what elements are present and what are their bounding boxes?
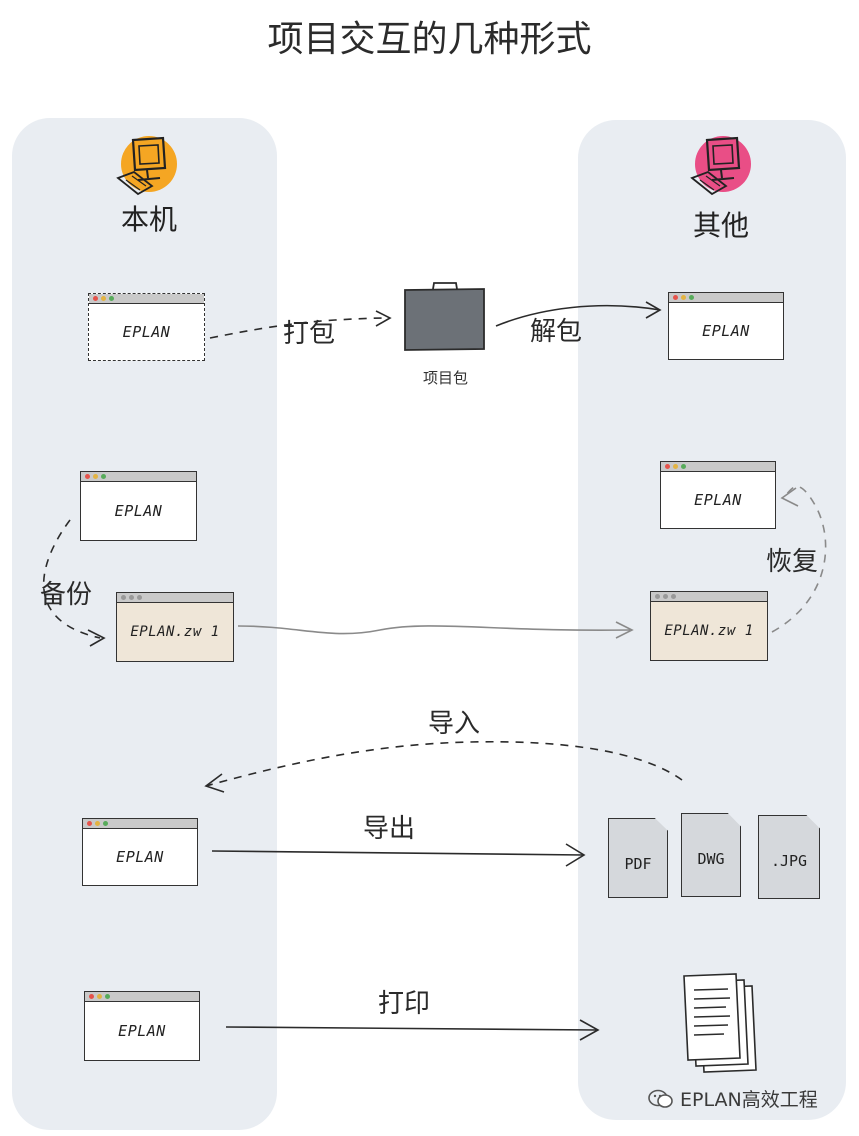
local-backup-window: EPLAN.zw 1 [116,592,234,662]
diagram-title: 项目交互的几种形式 [267,19,592,60]
transfer-arrow [237,625,631,635]
restore-label: 恢复 [766,547,819,577]
remote-backup-window: EPLAN.zw 1 [650,591,768,661]
pack-arrow [209,317,389,339]
export-label: 导出 [363,814,416,844]
dwg-file: DWG [681,813,741,897]
remote-backup-window-label: EPLAN.zw 1 [664,622,754,639]
local-pack-window: EPLAN [88,293,205,361]
local-export-window: EPLAN [82,818,198,886]
local-lane-label: 本机 [120,203,177,236]
local-export-window-label: EPLAN [116,847,164,866]
pdf-file-label: PDF [624,855,652,873]
dwg-file-label: DWG [697,850,725,868]
pack-label: 打包 [283,319,336,349]
remote-computer-icon [690,136,751,196]
print-arrow [225,1026,599,1031]
remote-restore-window: EPLAN [660,461,776,529]
remote-unpack-window: EPLAN [668,292,784,360]
remote-unpack-window-label: EPLAN [702,321,750,340]
import-label: 导入 [428,709,481,739]
export-arrow [211,850,585,856]
print-label: 打印 [378,989,431,1019]
jpg-file-label: .JPG [770,852,808,870]
remote-lane-label: 其他 [692,209,749,242]
local-backup-window-label: EPLAN.zw 1 [130,623,220,640]
local-print-window-label: EPLAN [118,1021,166,1040]
jpg-file: .JPG [758,815,820,899]
briefcase-icon [404,282,485,351]
project-package-label: 项目包 [423,369,469,387]
local-backup-source-window: EPLAN [80,471,197,541]
backup-label: 备份 [40,580,93,610]
import-arrow [205,740,683,787]
watermark-text: EPLAN高效工程 [680,1089,818,1111]
local-pack-window-label: EPLAN [122,322,171,341]
local-print-window: EPLAN [84,991,200,1061]
pdf-file: PDF [608,818,668,898]
watermark: EPLAN高效工程 [648,1085,818,1112]
backup-arrow [42,519,101,639]
wechat-icon [648,1089,673,1108]
remote-restore-window-label: EPLAN [694,490,742,509]
restore-arrow [771,485,827,633]
local-computer-icon [116,136,177,196]
unpack-label: 解包 [530,317,583,347]
local-backup-source-window-label: EPLAN [114,501,163,520]
unpack-arrow [495,304,661,327]
